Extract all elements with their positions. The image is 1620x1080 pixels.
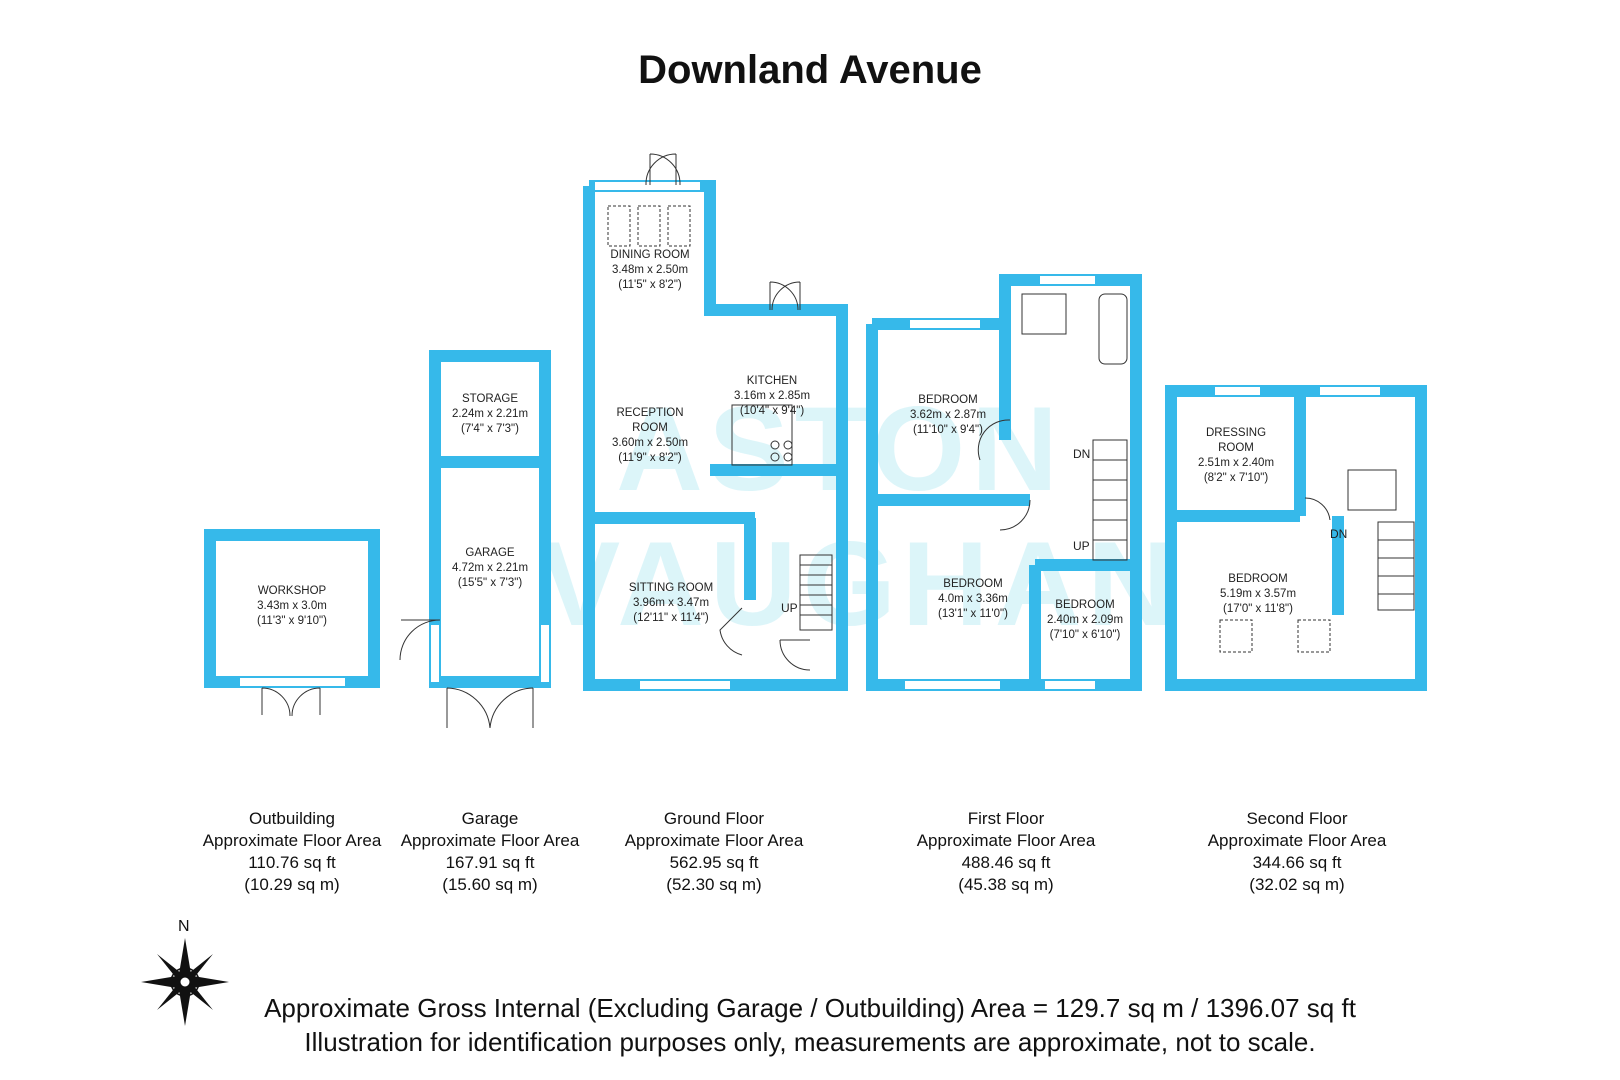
area-name: Ground Floor [663,809,765,828]
ground-floor-walls [583,180,848,691]
workshop-dim-m: 3.43m x 3.0m [257,600,327,612]
dining-name: DINING ROOM [610,249,689,261]
area-sqft: 488.46 sq ft [961,853,1051,872]
dining-dim-ft: (11'5" x 8'2") [618,279,682,291]
bed3-dim-ft: (7'10" x 6'10") [1050,629,1121,641]
first-stairs-up: UP [1073,539,1090,553]
sitting-name: SITTING ROOM [629,582,713,594]
area-sqm: (32.02 sq m) [1249,875,1345,894]
area-name: Outbuilding [248,809,335,828]
reception-dim-ft: (11'9" x 8'2") [618,452,682,464]
dressing-name-2: ROOM [1218,442,1254,454]
area-garage: Garage Approximate Floor Area 167.91 sq … [390,808,590,896]
bed2-dim-ft: (13'1" x 11'0") [938,608,1008,620]
area-label: Approximate Floor Area [624,831,804,850]
bed2-name: BEDROOM [943,578,1002,590]
kitchen-name: KITCHEN [747,375,797,387]
workshop-dim-ft: (11'3" x 9'10") [257,615,327,627]
compass-north-label: N [178,918,190,935]
gross-area-note: Approximate Gross Internal (Excluding Ga… [264,993,1356,1023]
reception-name-1: RECEPTION [616,407,683,419]
area-sqft: 344.66 sq ft [1252,853,1342,872]
storage-name: STORAGE [462,393,518,405]
area-label: Approximate Floor Area [1207,831,1387,850]
area-sqm: (45.38 sq m) [958,875,1054,894]
area-sqm: (52.30 sq m) [666,875,762,894]
bed2-dim-m: 4.0m x 3.36m [938,593,1008,605]
area-name: Garage [461,809,519,828]
area-label: Approximate Floor Area [400,831,580,850]
ground-stairs-up: UP [781,601,798,615]
area-name: Second Floor [1246,809,1348,828]
disclaimer-note: Illustration for identification purposes… [304,1027,1316,1057]
area-ground-floor: Ground Floor Approximate Floor Area 562.… [614,808,814,896]
garage-walls [429,350,551,688]
second-stairs-dn: DN [1330,527,1347,541]
dressing-name-1: DRESSING [1206,427,1266,439]
area-label: Approximate Floor Area [202,831,382,850]
storage-dim-m: 2.24m x 2.21m [452,408,528,420]
area-label: Approximate Floor Area [916,831,1096,850]
area-sqft: 562.95 sq ft [669,853,759,872]
area-second-floor: Second Floor Approximate Floor Area 344.… [1197,808,1397,896]
watermark-line2: VAUGHAN [540,517,1180,651]
dressing-dim-ft: (8'2" x 7'10") [1204,472,1269,484]
bed1-dim-m: 3.62m x 2.87m [910,409,986,421]
bed1-name: BEDROOM [918,394,977,406]
sitting-dim-m: 3.96m x 3.47m [633,597,709,609]
garage-dim-m: 4.72m x 2.21m [452,562,528,574]
area-name: First Floor [967,809,1045,828]
area-sqm: (15.60 sq m) [442,875,538,894]
workshop-name: WORKSHOP [258,585,327,597]
kitchen-dim-m: 3.16m x 2.85m [734,390,810,402]
garage-dim-ft: (15'5" x 7'3") [458,577,523,589]
bed3-name: BEDROOM [1055,599,1114,611]
first-stairs-dn: DN [1073,447,1090,461]
reception-dim-m: 3.60m x 2.50m [612,437,688,449]
garage-name: GARAGE [465,547,515,559]
sitting-dim-ft: (12'11" x 11'4") [633,612,709,624]
area-sqm: (10.29 sq m) [244,875,340,894]
reception-name-2: ROOM [632,422,668,434]
bed4-dim-ft: (17'0" x 11'8") [1223,603,1293,615]
page-title: Downland Avenue [638,48,982,92]
area-first-floor: First Floor Approximate Floor Area 488.4… [906,808,1106,896]
area-sqft: 110.76 sq ft [248,853,336,872]
bed4-name: BEDROOM [1228,573,1287,585]
kitchen-dim-ft: (10'4" x 9'4") [740,405,805,417]
compass-rose [141,938,229,1026]
area-sqft: 167.91 sq ft [445,853,535,872]
bed1-dim-ft: (11'10" x 9'4") [913,424,983,436]
storage-dim-ft: (7'4" x 7'3") [461,423,519,435]
dressing-dim-m: 2.51m x 2.40m [1198,457,1274,469]
bed3-dim-m: 2.40m x 2.09m [1047,614,1123,626]
area-outbuilding: Outbuilding Approximate Floor Area 110.7… [192,808,392,896]
bed4-dim-m: 5.19m x 3.57m [1220,588,1296,600]
dining-dim-m: 3.48m x 2.50m [612,264,688,276]
